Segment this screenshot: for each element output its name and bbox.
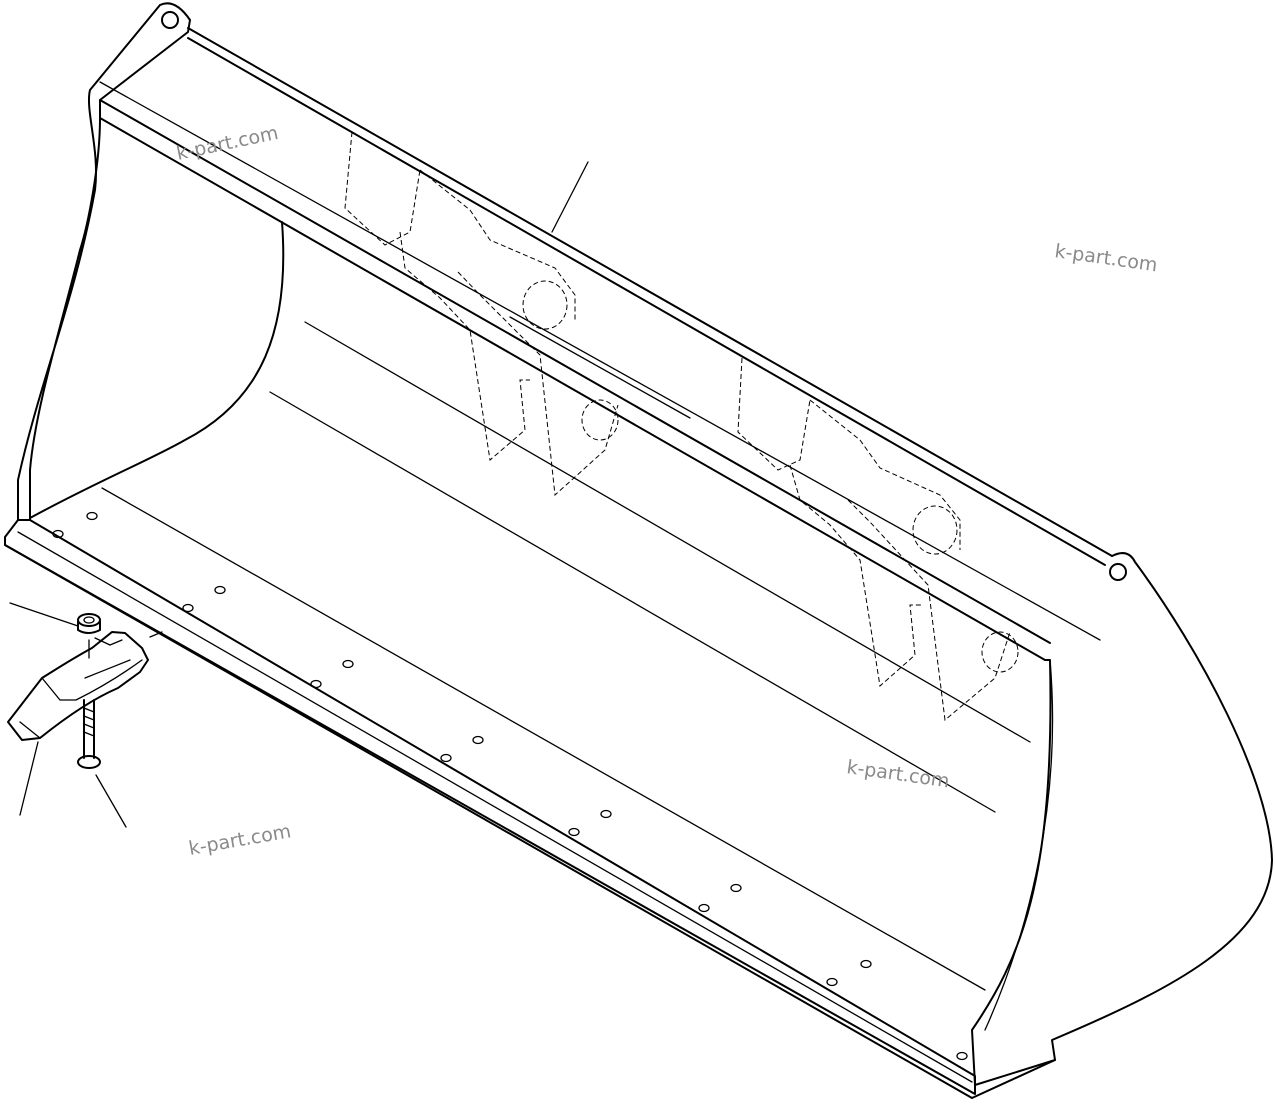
tooth-point xyxy=(7,631,149,741)
hidden-bracket-right xyxy=(737,357,1019,721)
top-beam xyxy=(99,27,1113,644)
tooth-assembly xyxy=(7,613,163,769)
watermark-4: k-part.com xyxy=(187,820,293,860)
right-side-plate xyxy=(971,552,1273,1086)
hidden-bracket-left xyxy=(344,131,619,497)
cutting-edge-front xyxy=(4,544,1056,1099)
right-pin-hole xyxy=(1109,563,1127,581)
floor-line-2 xyxy=(269,391,996,813)
watermark-1: k-part.com xyxy=(174,122,280,165)
top-beam-lip xyxy=(99,117,1046,661)
left-side-plate xyxy=(17,2,191,521)
leader-bucket xyxy=(551,161,589,233)
floor-line-4 xyxy=(509,316,691,419)
watermark-3: k-part.com xyxy=(845,756,951,792)
leader-nut xyxy=(9,602,79,627)
floor-line-3 xyxy=(101,487,986,991)
watermark-2: k-part.com xyxy=(1053,240,1159,276)
cutting-edge xyxy=(4,519,976,1095)
back-wall-curve xyxy=(29,221,285,519)
nut xyxy=(77,613,101,634)
edge-bolt-holes xyxy=(52,511,968,1061)
assembly-line-1 xyxy=(149,631,163,638)
leader-bolt xyxy=(95,774,127,828)
callout-leaders xyxy=(9,161,589,828)
top-beam-edge xyxy=(99,81,1101,641)
right-plate-inner xyxy=(984,659,1054,1031)
bolt xyxy=(77,699,101,769)
cutting-edge-top xyxy=(17,531,973,1083)
left-pin-hole xyxy=(161,11,179,29)
leader-tooth xyxy=(19,741,39,816)
floor-line-1 xyxy=(304,321,1031,743)
bucket xyxy=(4,2,1273,1099)
